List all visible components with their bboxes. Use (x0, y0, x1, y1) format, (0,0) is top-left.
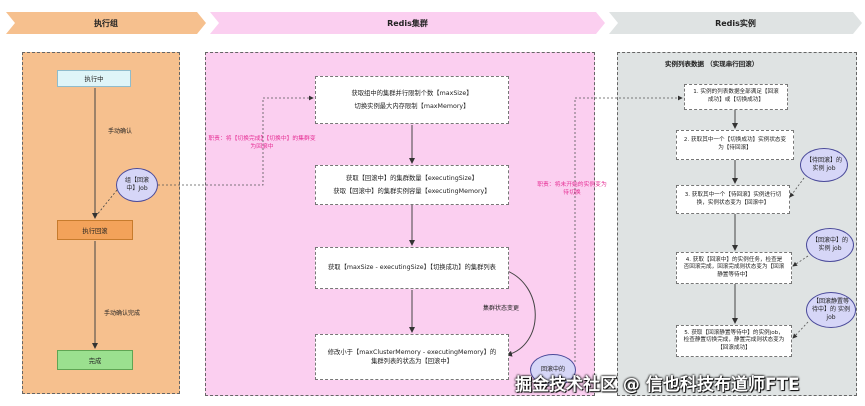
box-get-executing: 获取【回滚中】的集群数量【executingSize】 获取【回滚中】的集群实例… (315, 165, 509, 205)
job-ellipse-group-rolling: 组【回滚中】Job (116, 168, 158, 202)
box-get-switched-clusters: 获取【maxSize - executingSize】【切换成功】的集群列表 (315, 247, 509, 289)
ellipse-rolling-cluster: 回滚中的 (530, 354, 576, 386)
note-cluster-responsibility: 职责：将【切换完成】【切换中】的集群变为回滚中 (208, 136, 316, 150)
instance-panel-title: 实例列表数据 （实现串行回滚） (665, 60, 759, 68)
box-get-executing-line2: 获取【回滚中】的集群实例容量【executingMemory】 (333, 188, 491, 195)
step-5: 5. 获取【回滚静置等待中】的实例job，检查静置切换完成，静置完成则状态变为【… (676, 325, 792, 357)
state-rolling-back: 执行回滚 (57, 220, 133, 240)
state-running: 执行中 (57, 70, 131, 87)
step-3: 3. 获取其中一个【待回滚】实例进行切换，实例状态变为【回滚中】 (676, 185, 790, 214)
ellipse-rollback-wait-job: 【回滚静置等待中】的 实例 job (806, 292, 856, 328)
header-redis-instance: Redis实例 (609, 12, 862, 34)
note-instance-responsibility: 职责：将未开始的实例变为待切换 (537, 182, 607, 196)
box-update-cluster-state: 修改小于【maxClusterMemory - executingMemory】… (315, 334, 509, 380)
ellipse-rolling-job: 【回滚中】的 实例 job (806, 228, 854, 262)
step-1: 1. 实例的列表数据全部满足【回滚成功】或【切换成功】 (684, 84, 788, 110)
lane-execution-group (22, 52, 180, 394)
label-manual-confirm: 手动确认 (108, 128, 133, 135)
header-execution-group: 执行组 (6, 12, 206, 34)
box-get-limits-line1: 获取组中的集群并行限制个数【maxSize】 (351, 89, 473, 97)
state-done: 完成 (57, 350, 133, 370)
box-get-limits-line2: 切换实例最大内存限制【maxMemory】 (354, 103, 470, 110)
box-get-executing-line1: 获取【回滚中】的集群数量【executingSize】 (346, 174, 478, 182)
ellipse-pending-rollback-job: 【待回滚】的 实例 job (800, 148, 848, 182)
label-cluster-state-change: 集群状态变更 (483, 305, 520, 312)
step-4: 4. 获取【回滚中】的实例任务，检查是否回滚完成，回滚完成则状态变为【回滚静置等… (676, 252, 792, 284)
box-get-limits: 获取组中的集群并行限制个数【maxSize】 切换实例最大内存限制【maxMem… (315, 76, 509, 124)
watermark: 掘金技术社区 @ 信也科技布道师FTE (515, 375, 800, 395)
header-redis-cluster: Redis集群 (210, 12, 605, 34)
label-manual-complete: 手动确认完成 (104, 310, 141, 317)
step-2: 2. 获取其中一个【切换成功】实例状态变为【待回滚】 (676, 130, 794, 160)
